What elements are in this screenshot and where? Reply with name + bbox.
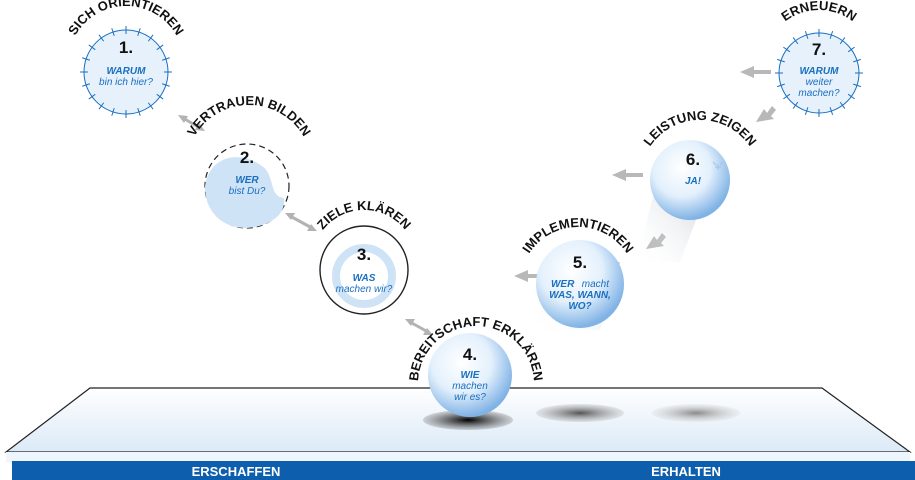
shadow-mid: [536, 404, 624, 422]
stage-5-question-strong-3: WO?: [568, 301, 591, 312]
tick-mark: [853, 83, 862, 88]
stage-5-question-rest: macht: [582, 279, 610, 290]
stage-7-number: 7.: [812, 40, 826, 59]
stage-6-number: 6.: [686, 150, 700, 169]
tick-mark: [783, 46, 791, 53]
footer-right-label: ERHALTEN: [651, 464, 721, 479]
stage-5-number: 5.: [573, 253, 587, 272]
footer-left-label: ERSCHAFFEN: [192, 464, 281, 479]
stage-7-question-rest-1: weiter: [806, 77, 833, 88]
stage-5-sphere: [536, 240, 624, 328]
tick-mark: [88, 93, 96, 100]
stage-1: SICH ORIENTIEREN 1. WARUM bin ich hier?: [65, 0, 187, 118]
footer-band: ERSCHAFFEN ERHALTEN: [12, 461, 915, 480]
stage-2-title: VERTRAUEN BILDEN: [184, 93, 314, 139]
tick-mark: [839, 37, 846, 45]
tick-mark: [839, 101, 846, 109]
tick-mark: [783, 93, 791, 100]
stage-7-title: ERNEUERN: [778, 0, 859, 24]
tick-mark: [137, 107, 141, 116]
tick-mark: [156, 44, 164, 51]
stage-4-question-strong: WIE: [461, 370, 480, 381]
tick-mark: [111, 107, 115, 116]
tick-mark: [82, 57, 91, 61]
stage-2-wave: [205, 157, 285, 228]
tick-mark: [853, 58, 862, 63]
tick-mark: [82, 83, 91, 87]
shadow-dark: [423, 410, 513, 430]
stage-3-question-strong: WAS: [353, 273, 376, 284]
tick-mark: [111, 28, 115, 37]
tick-mark: [147, 34, 154, 42]
stage-4-sphere: [428, 333, 512, 417]
tick-mark: [161, 57, 170, 61]
stage-3-inner-ring: [332, 244, 396, 308]
stage-7-ticks: [775, 29, 863, 117]
stage-2: VERTRAUEN BILDEN 2. WER bist Du?: [184, 93, 314, 229]
double-arrow-3-4: [405, 319, 433, 335]
stage-6-sphere: [650, 140, 730, 220]
tick-mark: [792, 101, 799, 109]
tick-mark: [776, 58, 785, 63]
tick-mark: [88, 44, 96, 51]
stage-3-number: 3.: [357, 245, 371, 264]
stage-3: ZIELE KLÄREN 3. WAS machen wir?: [314, 198, 414, 315]
tick-mark: [804, 107, 809, 116]
tick-mark: [847, 93, 855, 100]
stage-4-question-rest-1: machen: [452, 381, 488, 392]
stage-7: ERNEUERN 7. WARUM weiter machen?: [775, 0, 863, 117]
stage-5-question-strong: WER: [551, 279, 575, 290]
double-arrow-2-3: [285, 213, 317, 231]
tick-mark: [161, 83, 170, 87]
tick-mark: [137, 28, 141, 37]
stage-7-question-rest-2: machen?: [798, 88, 840, 99]
stage-4-question-rest-2: wir es?: [454, 392, 486, 403]
stage-4-number: 4.: [463, 345, 477, 364]
stage-2-question-rest: bist Du?: [229, 186, 266, 197]
stage-6-sparkle: [712, 161, 724, 170]
double-arrow-1-2: [178, 115, 205, 131]
stage-3-question-rest: machen wir?: [336, 284, 393, 295]
stage-7-question-strong: WARUM: [800, 66, 840, 77]
stage-1-number: 1.: [119, 38, 133, 57]
tick-mark: [847, 46, 855, 53]
stage-2-question-strong: WER: [235, 175, 259, 186]
tick-mark: [829, 107, 834, 116]
tick-mark: [98, 102, 105, 110]
shadow-light: [652, 404, 740, 422]
stage-6: LEISTUNG ZEIGEN 6. JA!: [640, 108, 760, 220]
tick-mark: [829, 30, 834, 39]
tick-mark: [98, 34, 105, 42]
tick-mark: [792, 37, 799, 45]
tick-mark: [776, 83, 785, 88]
stage-6-question-strong: JA!: [685, 176, 702, 187]
tick-mark: [804, 30, 809, 39]
stage-1-question-rest: bin ich hier?: [99, 77, 153, 88]
stage-5: IMPLEMENTIEREN 5. WER macht WAS, WANN, W…: [519, 215, 637, 328]
stage-5-question-strong-2: WAS, WANN,: [549, 290, 611, 301]
tick-mark: [147, 102, 154, 110]
stage-1-question-strong: WARUM: [107, 66, 147, 77]
stage-1-ticks: [80, 26, 172, 118]
tick-mark: [156, 93, 164, 100]
svg-text:VERTRAUEN BILDEN: VERTRAUEN BILDEN: [184, 93, 314, 139]
stage-2-number: 2.: [240, 148, 254, 167]
svg-text:WER macht: WER macht: [551, 274, 610, 291]
svg-text:ERNEUERN: ERNEUERN: [778, 0, 859, 24]
